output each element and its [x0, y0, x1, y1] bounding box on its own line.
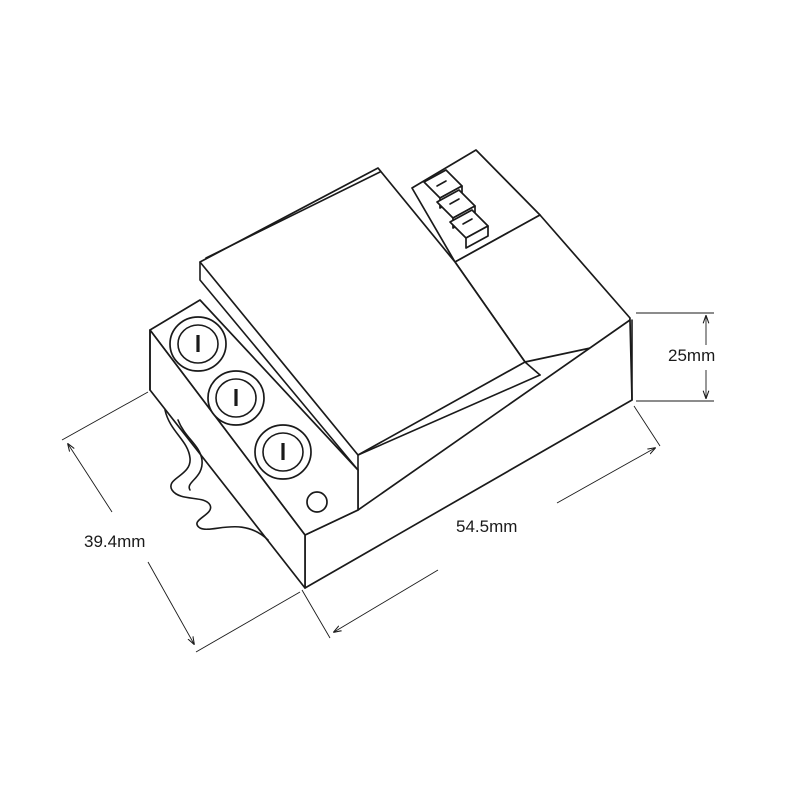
- rear-connector: [411, 149, 631, 376]
- screw-terminal-1: [169, 316, 227, 372]
- screw-terminal-2: [207, 370, 265, 426]
- width-label: 39.4mm: [84, 532, 146, 551]
- height-label: 25mm: [668, 346, 716, 365]
- height-dimension: [636, 312, 714, 402]
- width-dimension: [61, 391, 301, 653]
- length-label: 54.5mm: [456, 517, 518, 536]
- indicator-hole: [306, 491, 328, 513]
- screw-terminal-3: [254, 424, 312, 480]
- length-dimension: [301, 405, 661, 639]
